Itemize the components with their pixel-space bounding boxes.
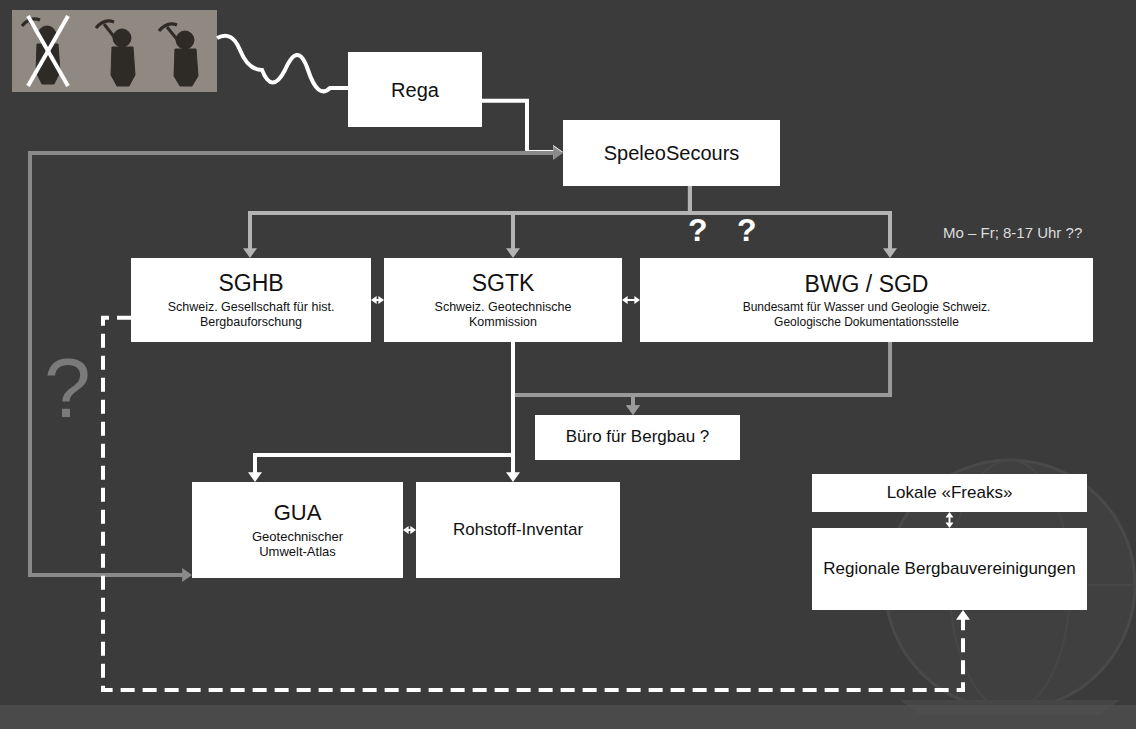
box-title: SpeleoSecours — [604, 141, 740, 165]
connector — [506, 342, 520, 482]
question-mark: ? — [737, 212, 757, 249]
arrow-head — [626, 405, 640, 415]
connector-line — [250, 186, 690, 250]
connector-line — [482, 101, 555, 152]
connector-line — [949, 517, 951, 523]
connector — [248, 342, 513, 482]
arrow-head — [182, 568, 192, 582]
service-box: Rega — [348, 52, 482, 127]
arrow-head — [553, 146, 563, 160]
arrow-head — [622, 296, 628, 304]
connector — [243, 186, 690, 258]
box-title: BWG / SGD — [805, 271, 929, 299]
connector — [622, 296, 640, 304]
box-title: SGHB — [218, 270, 283, 298]
connector-line — [513, 342, 633, 407]
organisation-box: BWG / SGDBundesamt für Wasser und Geolog… — [640, 258, 1093, 342]
organisation-box: SGHBSchweiz. Gesellschaft für hist. Berg… — [131, 258, 371, 342]
box-title: GUA — [274, 500, 322, 526]
arrow-head — [506, 472, 520, 482]
connector-line — [633, 342, 890, 407]
arrow-head — [946, 512, 954, 518]
database-box: Rohstoff-Inventar — [416, 482, 620, 578]
connector-line — [627, 299, 635, 301]
group-box: Regionale Bergbauvereinigungen — [812, 528, 1087, 610]
arrow-head — [248, 472, 262, 482]
arrow-head — [553, 145, 563, 159]
arrow-head — [243, 248, 257, 258]
box-subtitle: Schweiz. Gesellschaft für hist. Bergbauf… — [156, 300, 346, 330]
arrow-head — [506, 248, 520, 258]
arrow-head — [403, 526, 409, 534]
box-title: Lokale «Freaks» — [887, 483, 1013, 503]
connector — [626, 342, 890, 415]
connector — [946, 512, 954, 528]
box-title: Büro für Bergbau ? — [566, 427, 710, 447]
connector-line — [513, 186, 690, 250]
arrow-head — [883, 248, 897, 258]
connector — [513, 342, 640, 415]
connector — [403, 526, 416, 534]
connector-line — [511, 342, 515, 474]
database-box: GUA Geotechnischer Umwelt-Atlas — [192, 482, 403, 578]
connector — [371, 296, 384, 304]
radio-wave-line — [217, 36, 348, 92]
box-title: SGTK — [472, 270, 535, 298]
connector — [506, 186, 690, 258]
box-title: Regionale Bergbauvereinigungen — [823, 559, 1075, 579]
question-mark: ? — [44, 340, 91, 437]
box-title: Rohstoff-Inventar — [453, 520, 583, 540]
organisation-box: SGTKSchweiz. Geotechnische Kommission — [384, 258, 622, 342]
office-box: Büro für Bergbau ? — [535, 415, 740, 460]
connector-line — [690, 186, 890, 250]
box-subtitle: Geotechnischer Umwelt-Atlas — [228, 529, 368, 560]
arrow-head — [626, 405, 640, 415]
question-mark: ? — [688, 212, 708, 249]
note-text: Mo – Fr; 8-17 Uhr ?? — [943, 224, 1082, 241]
service-box: SpeleoSecours — [563, 120, 780, 186]
box-subtitle: Schweiz. Geotechnische Kommission — [403, 300, 603, 330]
connector-line — [255, 342, 513, 474]
box-subtitle: Bundesamt für Wasser und Geologie Schwei… — [717, 300, 1017, 329]
group-box: Lokale «Freaks» — [812, 474, 1087, 512]
arrow-head — [956, 610, 970, 620]
arrow-head — [371, 296, 377, 304]
connector — [482, 101, 563, 159]
box-title: Rega — [391, 78, 439, 102]
miners-illustration — [12, 10, 217, 92]
connector — [690, 186, 897, 258]
